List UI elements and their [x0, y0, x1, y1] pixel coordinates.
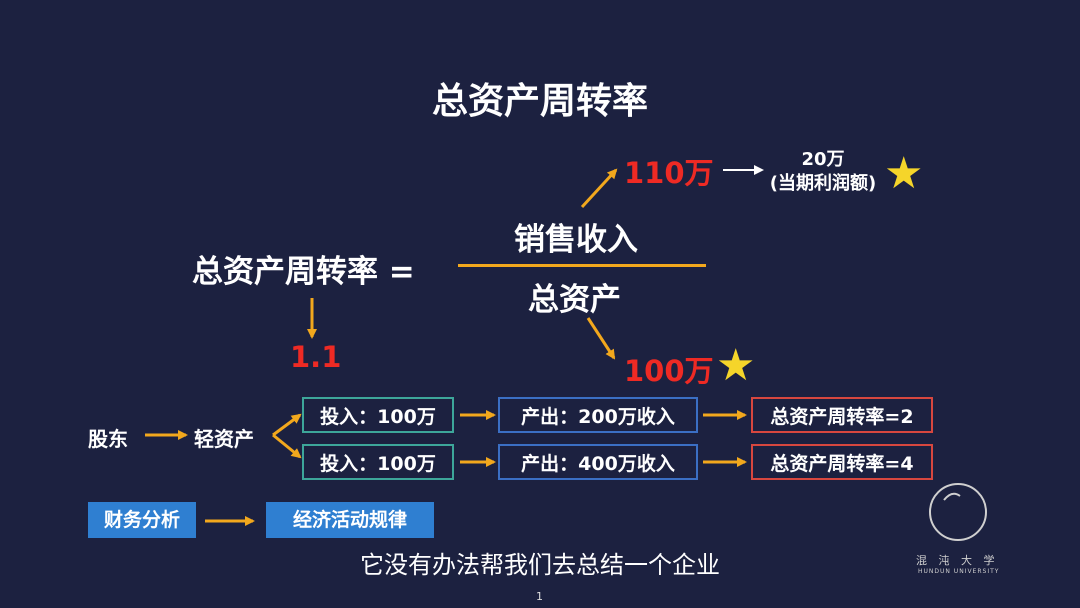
formula-lhs: 总资产周转率 =	[192, 254, 415, 290]
arrow-icon	[272, 413, 302, 437]
arrow-icon	[586, 317, 616, 360]
video-subtitle: 它没有办法帮我们去总结一个企业	[360, 551, 720, 579]
economic-patterns-box: 经济活动规律	[266, 502, 434, 538]
star-icon: ★	[716, 340, 756, 391]
result-box-2: 总资产周转率=4	[751, 444, 933, 480]
formula-numerator: 销售收入	[514, 222, 638, 258]
input-box-1: 投入：100万	[302, 397, 454, 433]
denominator-value: 100万	[624, 354, 714, 388]
profit-block: 20万 (当期利润额)	[758, 148, 888, 196]
output-box-2: 产出：400万收入	[498, 444, 698, 480]
result-box-1: 总资产周转率=2	[751, 397, 933, 433]
profit-value: 20万	[801, 149, 845, 170]
result-value: 1.1	[290, 340, 342, 374]
logo-circle-icon	[929, 483, 987, 541]
financial-analysis-box: 财务分析	[88, 502, 196, 538]
numerator-value: 110万	[624, 156, 714, 190]
arrow-icon	[580, 168, 618, 209]
star-icon: ★	[884, 148, 924, 199]
logo-name: 混 沌 大 学	[916, 554, 999, 567]
fraction-line	[458, 264, 706, 267]
formula-denominator: 总资产	[528, 282, 621, 318]
page-number: 1	[536, 590, 543, 603]
logo-english: HUNDUN UNIVERSITY	[918, 568, 1000, 575]
input-box-2: 投入：100万	[302, 444, 454, 480]
arrow-icon	[272, 433, 302, 459]
flow-start-label: 股东	[88, 427, 128, 451]
page-title: 总资产周转率	[431, 81, 648, 122]
output-box-1: 产出：200万收入	[498, 397, 698, 433]
profit-label: (当期利润额)	[769, 173, 877, 194]
flow-asset-type-label: 轻资产	[194, 427, 254, 451]
